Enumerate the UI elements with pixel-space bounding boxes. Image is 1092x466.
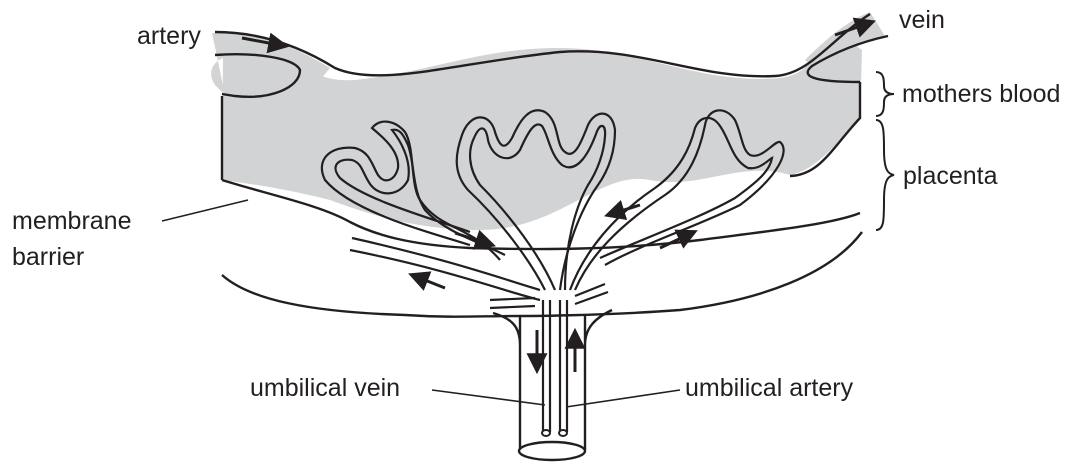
label-placenta: placenta xyxy=(903,162,998,190)
umbilical-cord-outline xyxy=(493,310,612,450)
label-barrier: barrier xyxy=(12,243,84,271)
leader-umbilical-artery xyxy=(566,390,680,407)
brace-mothers-blood xyxy=(876,72,894,116)
label-mothers-blood: mothers blood xyxy=(902,80,1060,108)
umbilical-vein-vessel xyxy=(543,300,550,432)
umbilical-vein-opening xyxy=(542,430,550,436)
leader-membrane xyxy=(162,200,248,221)
umbilical-artery-opening xyxy=(559,430,567,436)
brace-placenta xyxy=(876,120,894,230)
label-membrane: membrane xyxy=(12,207,132,235)
flow-arrow-membrane-left xyxy=(412,275,445,288)
umbilical-cord-end xyxy=(519,442,585,460)
umbilical-artery-vessel xyxy=(560,300,567,432)
label-umbilical-vein: umbilical vein xyxy=(250,374,400,402)
flow-arrow-membrane-right xyxy=(660,232,694,248)
label-vein: vein xyxy=(899,6,945,34)
label-umbilical-artery: umbilical artery xyxy=(685,374,854,402)
leader-umbilical-vein xyxy=(432,390,545,405)
label-artery: artery xyxy=(137,22,201,50)
